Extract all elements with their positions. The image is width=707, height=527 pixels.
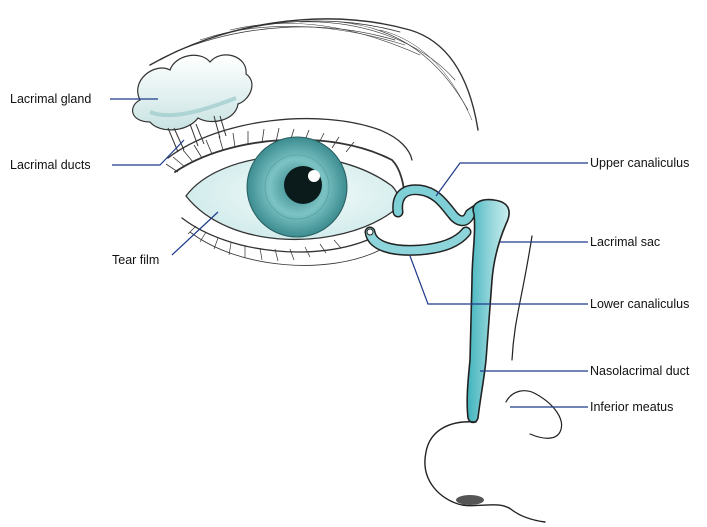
nose: [425, 236, 562, 522]
leader-tear-film: [172, 212, 218, 255]
label-lacrimal-sac: Lacrimal sac: [590, 235, 660, 249]
label-lacrimal-ducts: Lacrimal ducts: [10, 158, 91, 172]
pupil: [284, 166, 322, 204]
leader-lacrimal-ducts: [112, 140, 184, 165]
leader-lower-canaliculus: [410, 256, 588, 304]
label-tear-film: Tear film: [112, 253, 159, 267]
label-inferior-meatus: Inferior meatus: [590, 400, 673, 414]
label-lacrimal-gland: Lacrimal gland: [10, 92, 91, 106]
label-nasolacrimal-duct: Nasolacrimal duct: [590, 364, 689, 378]
lacrimal-gland: [133, 55, 252, 130]
label-lower-canaliculus: Lower canaliculus: [590, 297, 689, 311]
leader-upper-canaliculus: [436, 163, 588, 196]
lacrimal-drainage-system: [367, 190, 509, 423]
label-upper-canaliculus: Upper canaliculus: [590, 156, 689, 170]
